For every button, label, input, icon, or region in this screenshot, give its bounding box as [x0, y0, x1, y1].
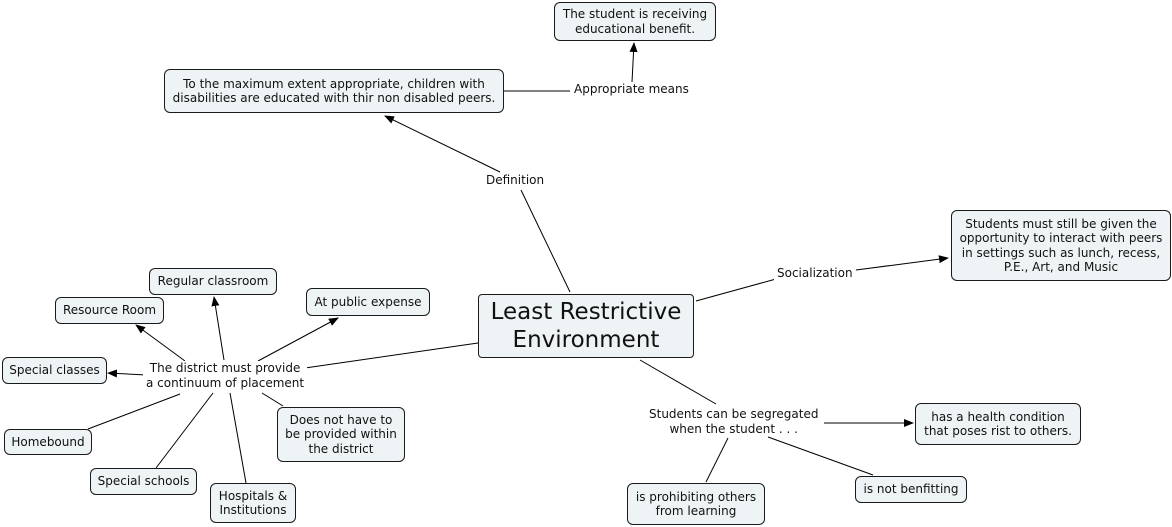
link-label-definition: Definition — [483, 173, 548, 188]
connector-segregated-prohibiting — [705, 437, 729, 483]
node-special-schools[interactable]: Special schools — [90, 468, 197, 495]
arrow-district-to-public-expense — [257, 317, 339, 362]
connector-district-hospitals — [229, 392, 247, 484]
link-label-socialization: Socialization — [774, 266, 856, 281]
connector-district-not-within — [261, 392, 284, 407]
node-not-benefitting[interactable]: is not benfitting — [855, 476, 967, 503]
connector-district-homebound — [87, 393, 181, 430]
node-resource-room[interactable]: Resource Room — [55, 297, 164, 324]
connector-district-special-schools — [155, 392, 214, 469]
node-public-expense[interactable]: At public expense — [306, 288, 430, 316]
connector-center-district — [304, 342, 479, 369]
node-special-classes[interactable]: Special classes — [2, 357, 107, 384]
node-regular-classroom[interactable]: Regular classroom — [149, 268, 277, 295]
connector-center-segregated — [639, 359, 717, 405]
node-socialization-text[interactable]: Students must still be given the opportu… — [951, 210, 1171, 281]
arrow-appropriate-to-benefit — [629, 42, 638, 83]
central-topic[interactable]: Least Restrictive Environment — [478, 294, 694, 358]
node-prohibiting-others[interactable]: is prohibiting others from learning — [627, 483, 765, 525]
node-not-within-district[interactable]: Does not have to be provided within the … — [277, 407, 405, 462]
node-health-condition[interactable]: has a health condition that poses rist t… — [915, 403, 1081, 445]
arrow-definition-to-text — [384, 115, 501, 173]
node-homebound[interactable]: Homebound — [4, 429, 92, 455]
connector-segregated-not-benefitting — [767, 436, 874, 476]
arrow-district-to-regular — [211, 296, 225, 361]
link-label-district: The district must provide a continuum of… — [143, 361, 308, 390]
node-definition-text[interactable]: To the maximum extent appropriate, child… — [164, 69, 504, 113]
link-label-appropriate-means: Appropriate means — [571, 82, 692, 97]
arrow-district-to-resource — [135, 324, 186, 362]
connector-center-definition — [520, 189, 571, 293]
arrow-district-to-special-classes — [107, 369, 147, 378]
node-hospitals-institutions[interactable]: Hospitals & Institutions — [210, 483, 296, 523]
arrow-socialization-to-text — [855, 255, 949, 271]
connector-center-socialization — [695, 278, 777, 302]
link-label-segregated: Students can be segregated when the stud… — [646, 407, 822, 436]
node-educational-benefit[interactable]: The student is receiving educational ben… — [554, 2, 716, 41]
